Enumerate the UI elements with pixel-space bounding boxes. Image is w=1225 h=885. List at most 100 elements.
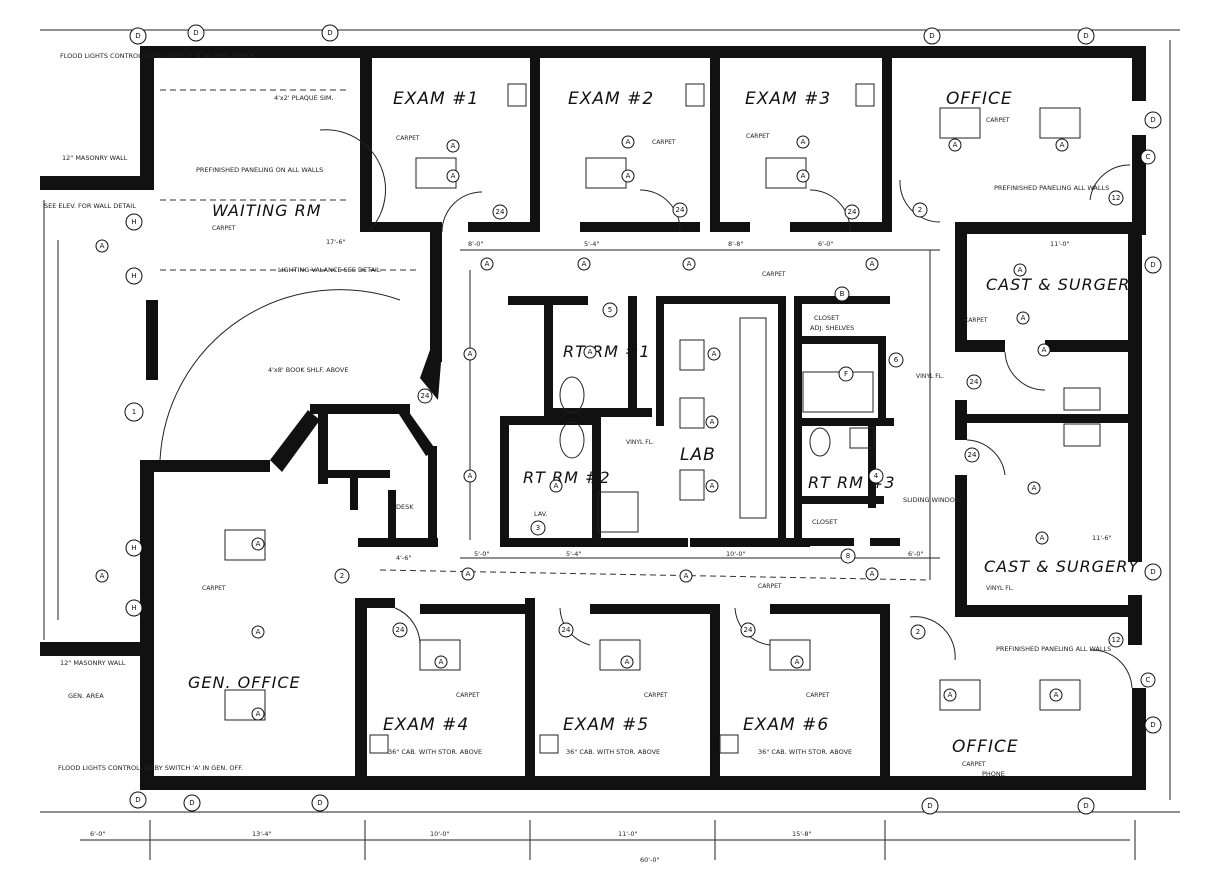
door-5-tag-label: 5	[608, 306, 612, 314]
light-a-tag: A	[251, 625, 265, 639]
room-label-gen-office: GEN. OFFICE	[188, 673, 301, 692]
light-a-tag: A	[461, 567, 475, 581]
north-room-walls	[360, 46, 1135, 400]
light-a-tag: A	[446, 139, 460, 153]
south-room-walls	[355, 598, 890, 788]
light-a-tag: A	[621, 135, 635, 149]
fixture-d-tag-label: D	[1150, 568, 1155, 576]
light-a-tag-label: A	[451, 172, 456, 180]
fixture-h-tag: H	[125, 539, 143, 557]
room-label-cast-surgery-2: CAST & SURGERY	[984, 557, 1139, 576]
room-label-rt-rm2: RT RM #2	[523, 468, 611, 487]
light-a-tag: A	[1035, 531, 1049, 545]
center-core-walls	[500, 296, 900, 547]
light-a-tag-label: A	[870, 260, 875, 268]
note-sliding-window: SLIDING WINDOW	[903, 496, 962, 504]
note-closet-shelves: ADJ. SHELVES	[810, 324, 854, 332]
finish-carpet: CARPET	[652, 139, 676, 146]
room-label-rt-rm1: RT RM #1	[563, 342, 651, 361]
fixture-c-tag: C	[1140, 672, 1156, 688]
finish-carpet: CARPET	[758, 583, 782, 590]
light-a-tag-label: A	[801, 172, 806, 180]
door-4-tag-label: 4	[874, 472, 879, 480]
light-a-tag: A	[577, 257, 591, 271]
light-a-tag: A	[463, 347, 477, 361]
finish-carpet: CARPET	[202, 585, 226, 592]
light-a-tag-label: A	[948, 691, 953, 699]
note-flood-lights-sw: FLOOD LIGHTS CONTROLLED BY SWITCH 'A' IN…	[58, 764, 243, 772]
finish-carpet-waiting: CARPET	[212, 225, 236, 232]
room-label-closet-1: CLOSET	[814, 314, 839, 322]
room-label-waiting: WAITING RM	[212, 201, 322, 220]
door-24-tag: 24	[492, 204, 508, 220]
room-label-desk: DESK	[396, 503, 414, 511]
fixture-c-tag: C	[1140, 149, 1156, 165]
fixture-d-tag-label: D	[327, 29, 332, 37]
light-a-tag-label: A	[801, 138, 806, 146]
finish-carpet: CARPET	[762, 271, 786, 278]
room-label-exam2: EXAM #2	[568, 89, 654, 109]
door-24-tag: 24	[392, 622, 408, 638]
fixture-h-tag: H	[125, 599, 143, 617]
fixture-d-tag-label: D	[1150, 261, 1155, 269]
light-a-tag: A	[446, 169, 460, 183]
light-a-tag-label: A	[1054, 691, 1059, 699]
light-a-tag-label: A	[795, 658, 800, 666]
finish-carpet: CARPET	[456, 692, 480, 699]
note-flood-lights-nw: FLOOD LIGHTS CONTROLLED BY SWITCH 'B' IN…	[60, 52, 255, 60]
light-a-tag-label: A	[100, 572, 105, 580]
fixture-d-tag-label: D	[135, 796, 140, 804]
door-24-tag-label: 24	[968, 451, 977, 459]
light-a-tag-label: A	[625, 658, 630, 666]
light-a-tag-label: A	[1042, 346, 1047, 354]
door-8-tag: 8	[840, 548, 856, 564]
light-a-tag-label: A	[256, 628, 261, 636]
dim-text: 11'-6"	[1092, 534, 1112, 542]
room-label-exam1: EXAM #1	[393, 89, 479, 109]
note-prefinished-waiting: PREFINISHED PANELING ON ALL WALLS	[196, 166, 323, 174]
door-24-tag-label: 24	[676, 206, 685, 214]
east-room-walls	[955, 400, 1135, 617]
dim-text: 6'-0"	[818, 240, 833, 248]
room-label-cast-surgery-1: CAST & SURGERY	[986, 275, 1141, 294]
room-label-closet-2: CLOSET	[812, 518, 837, 526]
light-a-tag: A	[796, 135, 810, 149]
door-3-tag-label: 3	[536, 524, 540, 532]
general-notes: FLOOD LIGHTS CONTROLLED BY SWITCH 'B' IN…	[44, 52, 1111, 778]
fixture-d-tag: D	[1144, 111, 1162, 129]
fixture-d-tag-label: D	[135, 32, 140, 40]
fixture-d-tag: D	[923, 27, 941, 45]
door-24-tag-label: 24	[421, 392, 430, 400]
light-a-tag: A	[796, 169, 810, 183]
dim-text: 10'-0"	[726, 550, 746, 558]
door-2-tag-label: 2	[340, 572, 344, 580]
fixture-d-tag: D	[129, 791, 147, 809]
light-a-tag: A	[707, 347, 721, 361]
dim-text: 8'-8"	[728, 240, 743, 248]
finish-vinyl: VINYL FL.	[916, 373, 944, 380]
room-label-office-ne: OFFICE	[946, 89, 1013, 109]
door-12-tag-label: 12	[1112, 194, 1121, 202]
light-a-tag-label: A	[710, 482, 715, 490]
door-24-tag-label: 24	[496, 208, 505, 216]
light-a-tag: A	[583, 345, 597, 359]
finish-vinyl: VINYL FL.	[986, 585, 1014, 592]
note-gen-area: GEN. AREA	[68, 692, 104, 700]
light-a-tag-label: A	[466, 570, 471, 578]
light-a-tag-label: A	[1018, 266, 1023, 274]
light-a-tag: A	[1027, 481, 1041, 495]
fixture-h-tag-label: H	[131, 604, 136, 612]
note-masonry-wall-n: 12" MASONRY WALL	[62, 154, 128, 162]
fixture-d-tag-label: D	[1083, 32, 1088, 40]
light-a-tag: A	[705, 415, 719, 429]
dim-text: 11'-0"	[1050, 240, 1070, 248]
door-24-tag-label: 24	[562, 626, 571, 634]
fixture-h-tag-label: H	[131, 544, 136, 552]
note-valance: LIGHTING VALANCE SEE DETAIL	[278, 266, 381, 274]
door-12-tag-label: 12	[1112, 636, 1121, 644]
light-a-tag-label: A	[1040, 534, 1045, 542]
fixture-d-tag: D	[1077, 27, 1095, 45]
light-a-tag-label: A	[256, 540, 261, 548]
light-a-tag: A	[705, 479, 719, 493]
